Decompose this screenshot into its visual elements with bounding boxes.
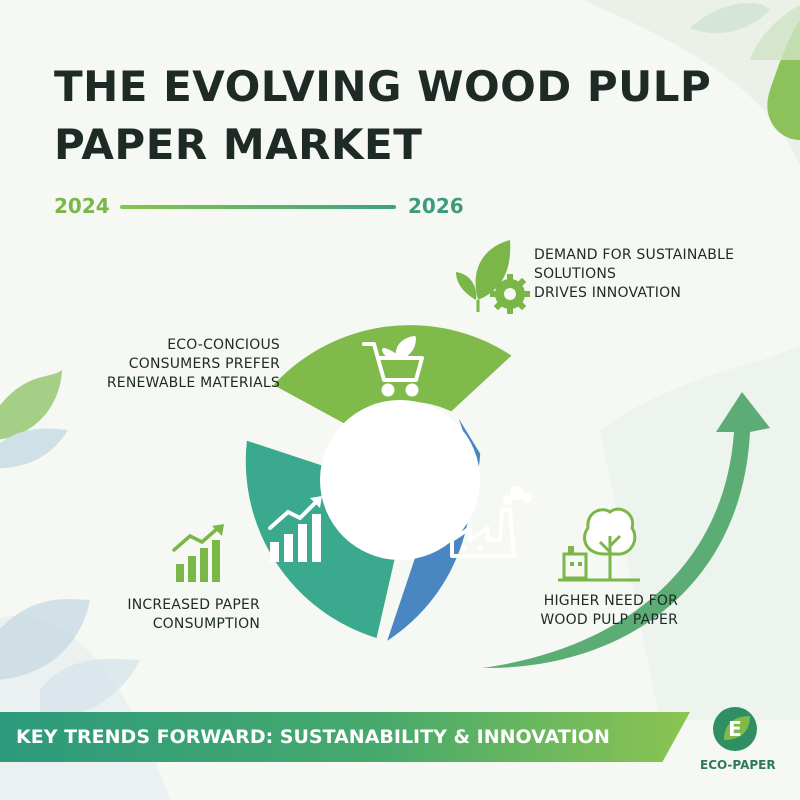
timeline-bar [120,205,396,209]
key-trends-banner: KEY TRENDS FORWARD: SUSTANABILITY & INNO… [0,712,690,762]
label-higher-line-1: HIGHER NEED FOR [543,593,678,609]
factory-icon [450,486,532,558]
segment-consumption [245,440,398,638]
shopping-cart-leaf-icon [362,336,424,397]
page-title: THE EVOLVING WOOD PULP PAPER MARKET [54,58,711,174]
leaf-left-icon [0,370,68,469]
label-higher-need: HIGHER NEED FOR WOOD PULP PAPER [518,592,678,630]
label-eco-consumers: ECO-CONCIOUS CONSUMERS PREFER RENEWABLE … [80,336,280,393]
leaf-top-right-icon [690,3,800,140]
increase-chart-icon [172,524,224,582]
label-demand: DEMAND FOR SUSTAINABLE SOLUTIONS DRIVES … [534,246,734,303]
label-eco-line-3: RENEWABLE MATERIALS [106,375,280,391]
growth-arrow [482,392,770,669]
label-eco-line-2: CONSUMERS PREFER [128,356,280,372]
label-consumption-line-1: INCREASED PAPER [127,597,260,613]
eco-paper-logo-icon: E [713,707,757,751]
logo-letter: E [728,717,742,741]
segment-consumers [273,325,512,424]
label-demand-line-1: DEMAND FOR SUSTAINABLE [534,247,735,263]
tree-building-icon [558,507,640,582]
title-line-2: PAPER MARKET [54,120,423,169]
growth-chart-icon [268,496,322,562]
timeline-start-year: 2024 [54,194,110,218]
logo-text: ECO-PAPER [700,758,776,772]
banner-text: KEY TRENDS FORWARD: SUSTANABILITY & INNO… [16,726,610,748]
label-demand-line-2: SOLUTIONS [534,266,617,282]
title-line-1: THE EVOLVING WOOD PULP [54,62,712,111]
leaf-gear-icon [456,240,530,314]
leaf-bottom-left-icon [0,599,140,720]
label-consumption-line-2: CONSUMPTION [152,616,260,632]
segment-demand [387,418,481,641]
label-consumption: INCREASED PAPER CONSUMPTION [80,596,260,634]
label-higher-line-2: WOOD PULP PAPER [540,612,678,628]
eco-paper-logo: E ECO-PAPER [700,706,776,790]
center-circle [320,400,480,560]
label-eco-line-1: ECO-CONCIOUS [167,337,280,353]
label-demand-line-3: DRIVES INNOVATION [534,285,681,301]
timeline-end-year: 2026 [408,194,464,218]
